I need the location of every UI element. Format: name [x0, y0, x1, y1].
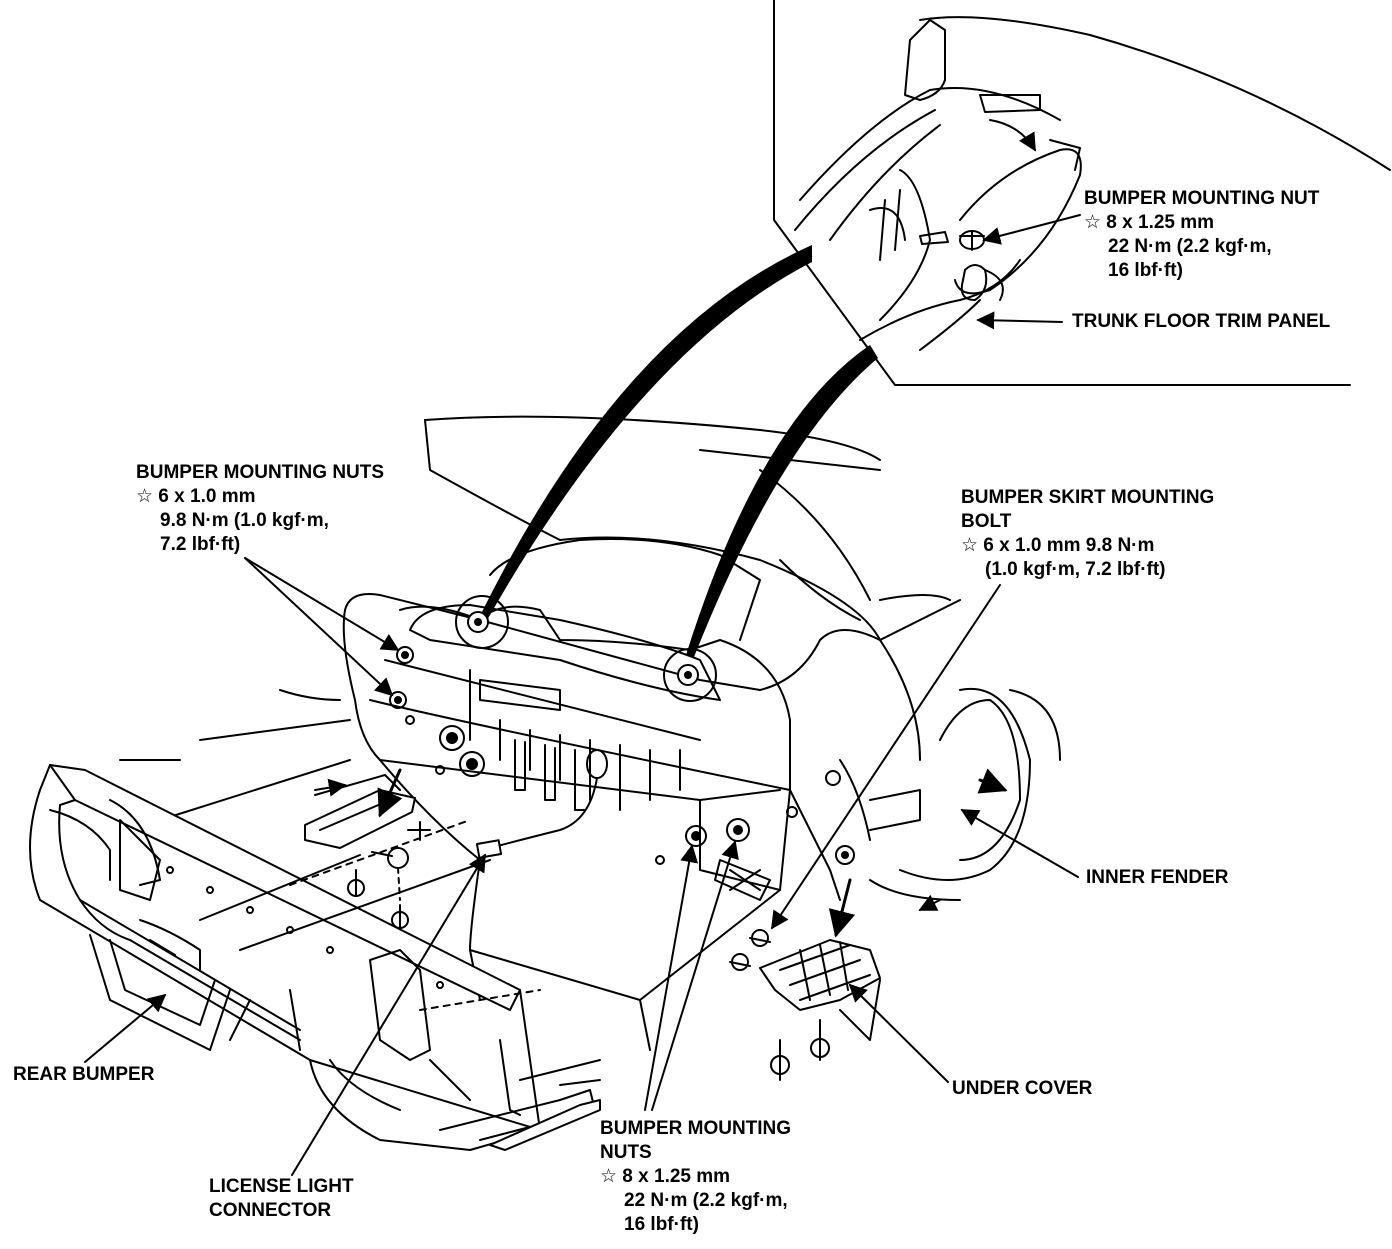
label-size: ☆ 6 x 1.0 mm: [136, 486, 256, 507]
trunk-nut-left: [455, 595, 509, 649]
inset-leader-band-2: [686, 345, 878, 657]
label-torque: 9.8 N·m (1.0 kgf·m,: [160, 510, 329, 531]
label-size: ☆ 8 x 1.25 mm: [1084, 212, 1215, 233]
inset-arrow: [989, 119, 1036, 152]
leader-inner-fender: [960, 809, 1079, 878]
inset-body-panel: [919, 16, 1391, 171]
leader-under-cover: [848, 983, 949, 1083]
label-torque: (1.0 kgf·m, 7.2 lbf·ft): [985, 559, 1166, 580]
leader-nuts-left-1: [244, 557, 400, 651]
trunk-opening: [409, 604, 721, 701]
leader-nuts-bottom-2: [651, 840, 739, 1111]
body-nuts-left: [389, 646, 485, 777]
leader-nuts-bottom-1: [644, 844, 699, 1111]
trunk-lid: [424, 415, 951, 641]
label-title: BUMPER MOUNTING NUT: [1084, 188, 1320, 209]
label-title-2: BOLT: [961, 511, 1012, 532]
leader-skirt-bolt: [771, 584, 1001, 930]
label-bumper-skirt-mounting-bolt: BUMPER SKIRT MOUNTING BOLT ☆ 6 x 1.0 mm …: [961, 486, 1214, 582]
leader-nuts-left-2: [244, 557, 394, 697]
label-torque-2: 16 lbf·ft): [624, 1214, 699, 1235]
leader-license: [291, 853, 486, 1176]
car-rear-body: [119, 538, 1061, 1086]
rear-bumper-part: [29, 764, 601, 1151]
leader-trunk-trim: [976, 311, 1063, 330]
label-inner-fender: INNER FENDER: [1086, 867, 1229, 888]
label-bumper-mounting-nuts-left: BUMPER MOUNTING NUTS ☆ 6 x 1.0 mm 9.8 N·…: [136, 461, 384, 557]
inset-frame: [773, 0, 1351, 386]
wheel-arch: [899, 687, 1031, 881]
inset-detail-view: [773, 0, 1391, 386]
under-cover-part: [729, 878, 881, 1081]
trunk-nut-right: [663, 648, 717, 702]
bumper-skirt: [489, 1099, 601, 1151]
label-trunk-floor-trim-panel: TRUNK FLOOR TRIM PANEL: [1072, 311, 1331, 332]
inset-leader-band-1: [478, 245, 812, 622]
label-rear-bumper: REAR BUMPER: [13, 1064, 155, 1085]
label-title: BUMPER MOUNTING: [600, 1118, 792, 1139]
leader-rear-bumper: [84, 993, 167, 1063]
label-license-light-connector: LICENSE LIGHT CONNECTOR: [209, 1175, 354, 1223]
label-size: ☆ 6 x 1.0 mm 9.8 N·m: [961, 535, 1155, 556]
leader-inset-nut: [982, 214, 1081, 245]
label-torque-2: 16 lbf·ft): [1108, 260, 1183, 281]
label-title-2: NUTS: [600, 1142, 652, 1163]
leader-lines: [84, 214, 1081, 1176]
label-bumper-mounting-nut-upper: BUMPER MOUNTING NUT ☆ 8 x 1.25 mm 22 N·m…: [1084, 187, 1319, 283]
label-torque: 22 N·m (2.2 kgf·m,: [1108, 236, 1272, 257]
label-size: ☆ 8 x 1.25 mm: [600, 1166, 731, 1187]
label-bumper-mounting-nuts-bottom: BUMPER MOUNTING NUTS ☆ 8 x 1.25 mm 22 N·…: [600, 1117, 791, 1237]
label-line-2: CONNECTOR: [209, 1200, 332, 1221]
license-connector-wire: [475, 749, 608, 859]
label-torque: 22 N·m (2.2 kgf·m,: [624, 1190, 788, 1211]
label-title: BUMPER MOUNTING NUTS: [136, 462, 385, 483]
label-torque-2: 7.2 lbf·ft): [160, 534, 241, 555]
label-title: BUMPER SKIRT MOUNTING: [961, 487, 1215, 508]
label-under-cover: UNDER COVER: [952, 1078, 1093, 1099]
label-line-1: LICENSE LIGHT: [209, 1176, 354, 1197]
